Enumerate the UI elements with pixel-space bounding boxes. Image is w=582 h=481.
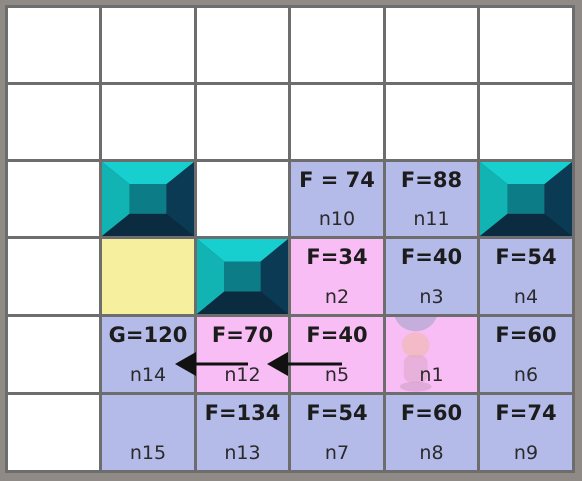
goal-cell (102, 239, 194, 314)
node-label: n2 (324, 286, 350, 308)
grid-cell-empty (8, 395, 99, 470)
node-cell-n7: F=54 n7 (291, 395, 383, 470)
node-cell-n5: F=40 n5 (291, 317, 383, 392)
f-score: F=40 (306, 323, 368, 347)
grid-cell-empty (386, 85, 477, 159)
node-label: n14 (129, 364, 167, 386)
f-score: F=60 (495, 323, 557, 347)
grid-cell-empty (8, 162, 99, 236)
node-label: n11 (413, 208, 450, 230)
character-sprite-icon (394, 317, 437, 392)
f-score: F=40 (400, 245, 463, 269)
node-cell-n13: F=134 n13 (197, 395, 288, 470)
g-score: G=120 (108, 323, 188, 347)
node-label: n13 (224, 442, 261, 464)
node-cell-n6: F=60 n6 (480, 317, 572, 392)
node-label: n10 (318, 208, 356, 230)
pathfinding-grid: F = 74 n10 F=88 n11 F=34 n2 F=40 n3 (5, 5, 575, 473)
grid-cell-empty (102, 8, 194, 82)
grid-cell-empty (291, 8, 383, 82)
f-score: F=54 (306, 401, 368, 425)
f-score: F=54 (495, 245, 557, 269)
f-score: F=70 (211, 323, 274, 347)
node-cell-n1: n1 (386, 317, 477, 392)
node-cell-n10: F = 74 n10 (291, 162, 383, 236)
node-cell-n12: F=70 n12 (197, 317, 288, 392)
f-score: F=60 (400, 401, 463, 425)
node-cell-n3: F=40 n3 (386, 239, 477, 314)
grid-cell-empty (291, 85, 383, 159)
node-cell-n9: F=74 n9 (480, 395, 572, 470)
grid-cell-empty (8, 239, 99, 314)
grid-cell-empty (8, 8, 99, 82)
grid-cell-empty (197, 162, 288, 236)
node-label: n1 (419, 364, 444, 386)
f-score: F = 74 (299, 168, 375, 192)
node-label: n8 (419, 442, 444, 464)
node-cell-n2: F=34 n2 (291, 239, 383, 314)
node-cell-n4: F=54 n4 (480, 239, 572, 314)
node-cell-n14: G=120 n14 (102, 317, 194, 392)
grid-cell-empty (197, 85, 288, 159)
node-label: n9 (513, 442, 539, 464)
node-label: n7 (324, 442, 350, 464)
grid-cell-empty (8, 317, 99, 392)
wall-block-icon (102, 162, 194, 236)
grid-cell-empty (480, 8, 572, 82)
node-cell-n15: n15 (102, 395, 194, 470)
grid-cell-empty (102, 85, 194, 159)
f-score: F=88 (400, 168, 463, 192)
grid-cell-empty (8, 85, 99, 159)
node-label: n3 (419, 286, 444, 308)
wall-block-icon (197, 239, 288, 314)
f-score: F=134 (204, 401, 281, 425)
node-label: n12 (224, 364, 261, 386)
grid-cell-empty (197, 8, 288, 82)
node-label: n5 (324, 364, 350, 386)
node-cell-n8: F=60 n8 (386, 395, 477, 470)
node-label: n6 (513, 364, 539, 386)
wall-block-icon (480, 162, 572, 236)
grid-cell-empty (386, 8, 477, 82)
node-label: n15 (129, 442, 167, 464)
node-label: n4 (513, 286, 539, 308)
node-cell-n11: F=88 n11 (386, 162, 477, 236)
grid-cell-empty (480, 85, 572, 159)
f-score: F=74 (495, 401, 557, 425)
f-score: F=34 (306, 245, 368, 269)
